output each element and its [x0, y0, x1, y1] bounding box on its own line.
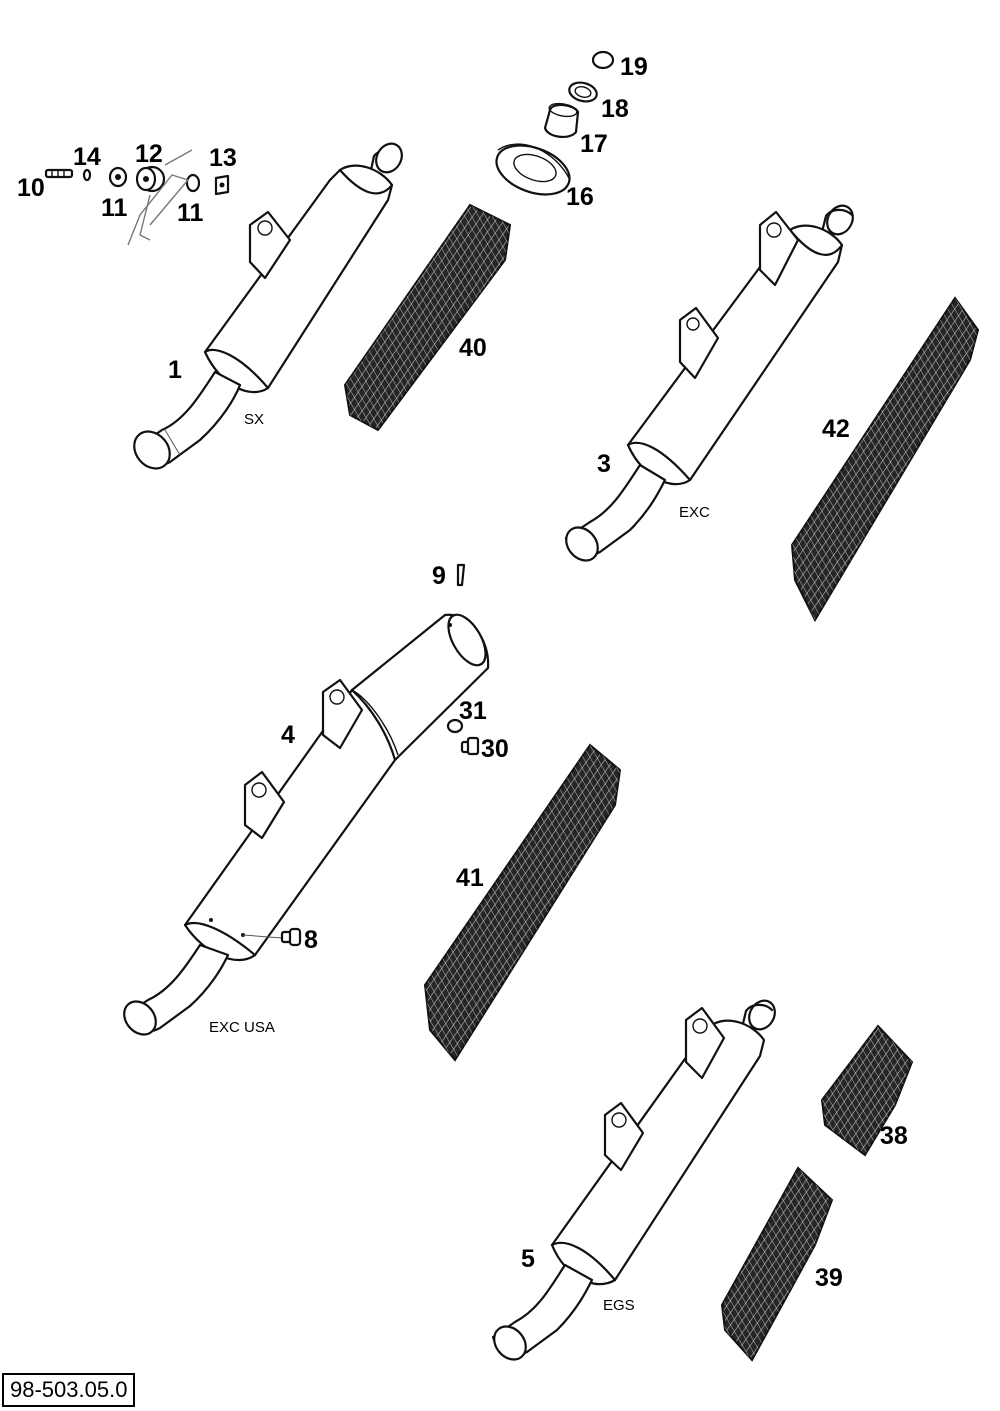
- nut-13: [214, 174, 230, 196]
- callout-10: 10: [17, 174, 45, 202]
- callout-16: 16: [566, 183, 594, 211]
- grommet-12: [135, 165, 166, 193]
- callout-42: 42: [822, 415, 850, 443]
- callout-31: 31: [459, 697, 487, 725]
- packing-pad-42: [790, 296, 980, 623]
- seal-set: [495, 50, 615, 196]
- bolt-30: [460, 736, 480, 756]
- muffler-sx: [133, 142, 403, 470]
- variant-label-egs: EGS: [603, 1297, 635, 1314]
- callout-13: 13: [209, 144, 237, 172]
- ring-18: [568, 81, 598, 103]
- callout-3: 3: [597, 450, 611, 478]
- bush-17: [543, 102, 580, 138]
- callout-41: 41: [456, 864, 484, 892]
- callout-39: 39: [815, 1264, 843, 1292]
- variant-label-exc-usa: EXC USA: [209, 1019, 275, 1036]
- callout-9: 9: [432, 562, 446, 590]
- packing-pad-41: [423, 743, 622, 1062]
- screw-8: [280, 927, 302, 947]
- mounting-hardware: [44, 149, 230, 246]
- pin-9: [456, 563, 466, 587]
- packing-pad-40: [343, 203, 512, 432]
- muffler-exc: [564, 204, 854, 562]
- reference-number: 98-503.05.0: [2, 1373, 136, 1407]
- callout-1: 1: [168, 356, 182, 384]
- muffler-exc-usa: [123, 563, 490, 1036]
- callout-5: 5: [521, 1245, 535, 1273]
- callout-18: 18: [601, 95, 629, 123]
- washer-11b: [185, 173, 201, 193]
- callout-12: 12: [135, 140, 163, 168]
- washer-31: [446, 718, 464, 734]
- callout-14: 14: [73, 143, 101, 171]
- callout-19: 19: [620, 53, 648, 81]
- variant-label-sx: SX: [244, 411, 264, 428]
- bolt-10: [44, 168, 74, 179]
- variant-label-exc: EXC: [679, 504, 710, 521]
- callout-17: 17: [580, 130, 608, 158]
- muffler-egs: [491, 999, 776, 1361]
- callout-40: 40: [459, 334, 487, 362]
- callout-4: 4: [281, 721, 295, 749]
- callout-11b: 11: [177, 199, 204, 227]
- spacer-14: [82, 168, 92, 182]
- callout-8: 8: [304, 926, 318, 954]
- clip-19: [591, 50, 615, 70]
- callout-30: 30: [481, 735, 509, 763]
- packing-pad-38: [820, 1024, 914, 1157]
- callout-38: 38: [880, 1122, 908, 1150]
- cone-16: [495, 143, 571, 196]
- callout-11a: 11: [101, 194, 128, 222]
- packing-pad-39: [720, 1166, 834, 1362]
